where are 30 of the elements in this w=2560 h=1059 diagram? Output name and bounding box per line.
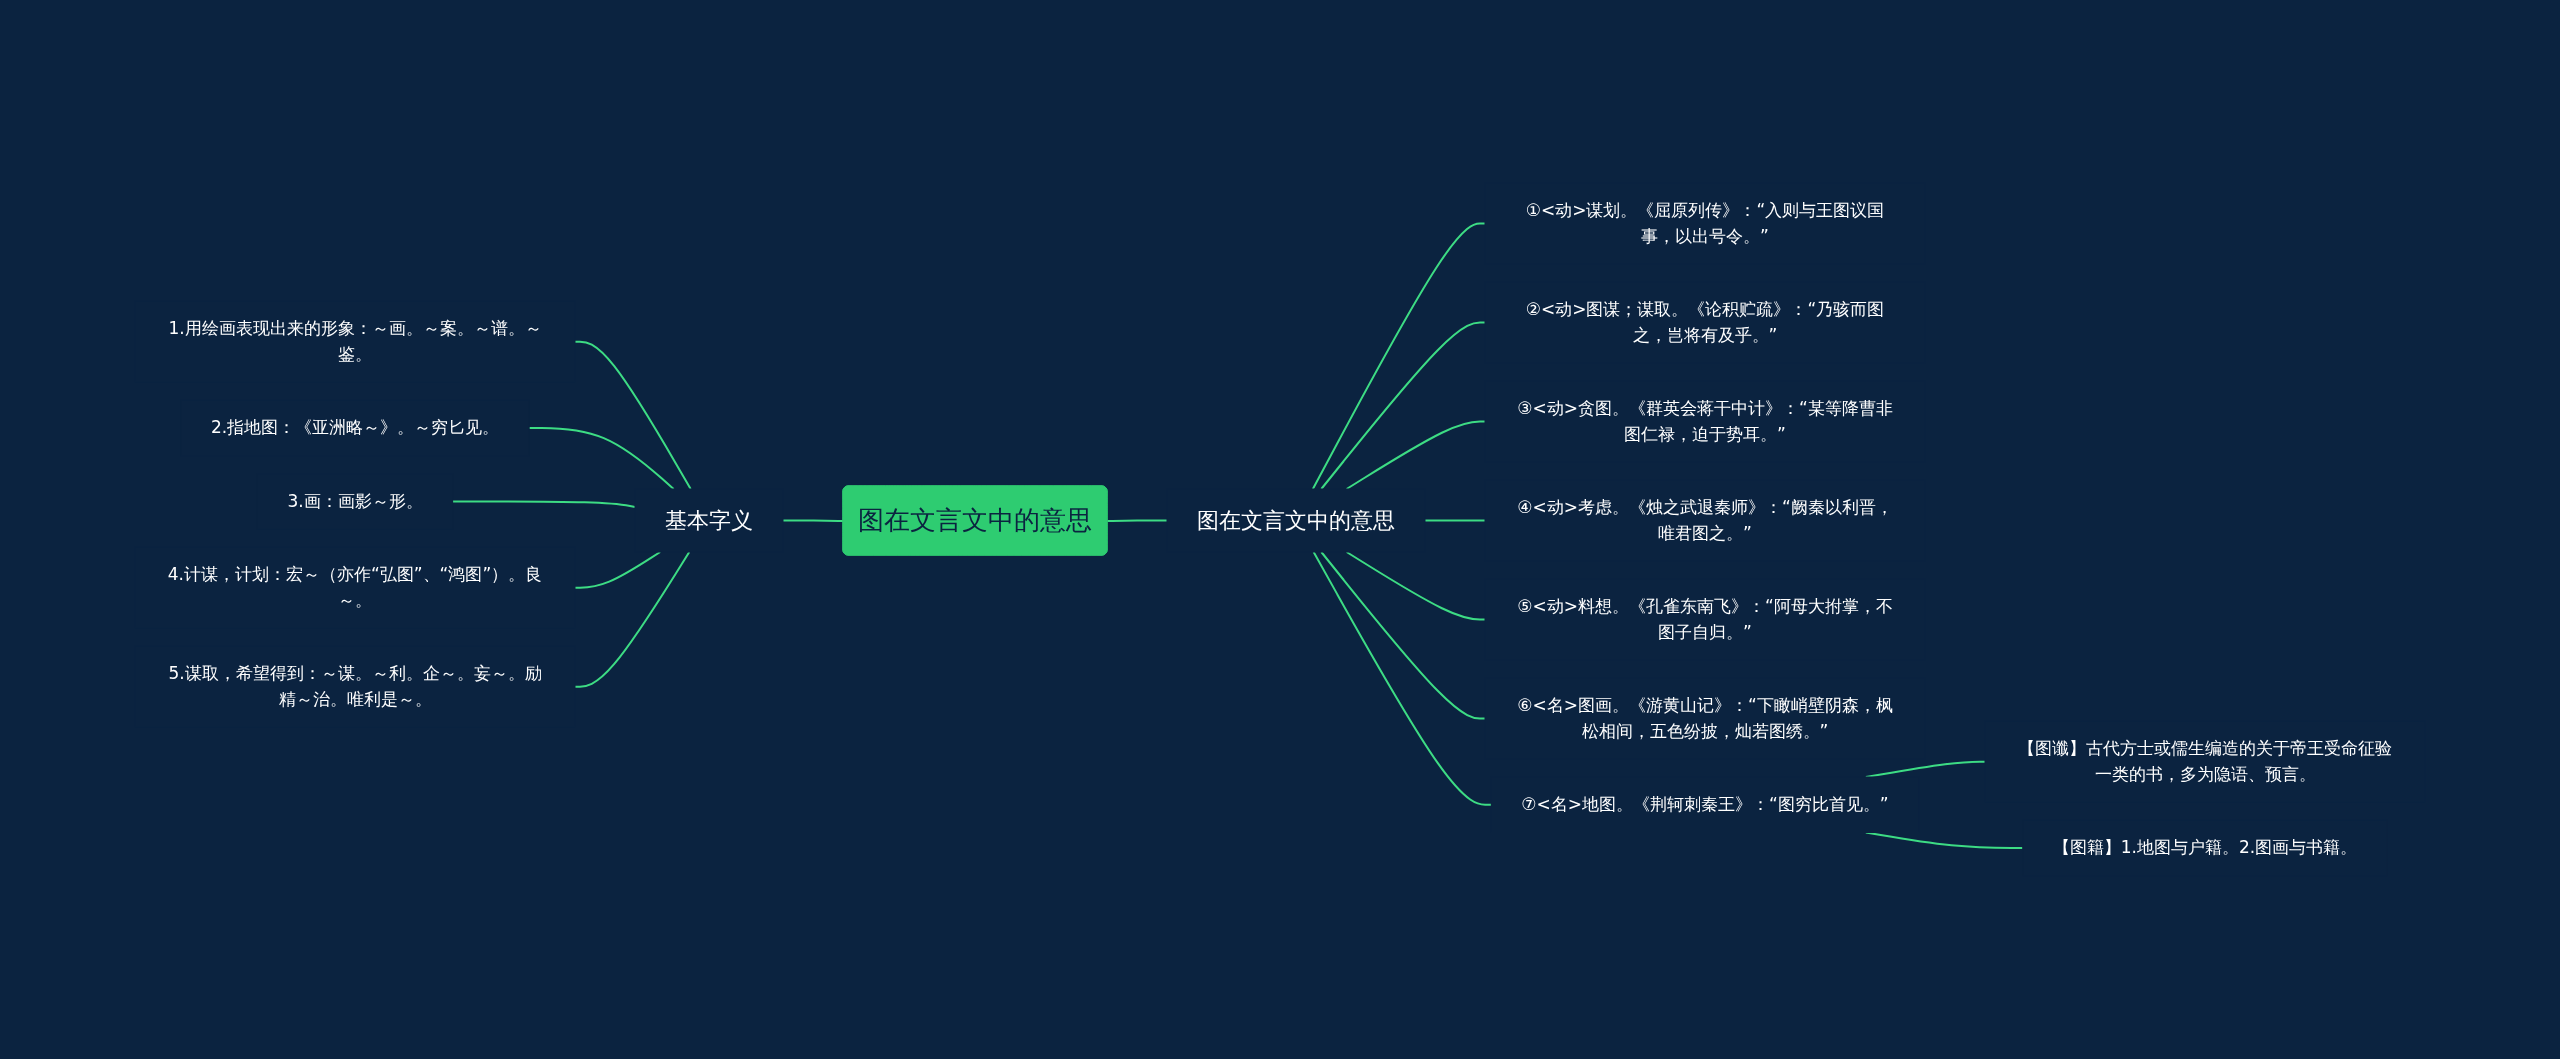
connector bbox=[782, 519, 845, 523]
connector bbox=[1345, 420, 1486, 491]
connector bbox=[574, 551, 662, 589]
connector bbox=[1424, 519, 1486, 522]
node-text: 【图谶】古代方士或儒生编造的关于帝王受命征验一类的书，多为隐语、预言。 bbox=[2018, 738, 2392, 784]
connector bbox=[1106, 519, 1168, 523]
node-text: ②<动>图谋；谋取。《论积贮疏》：“乃骇而图之，岂将有及乎。” bbox=[1525, 299, 1885, 345]
node-text: 图在文言文中的意思 bbox=[1197, 508, 1395, 534]
node-text: 1.用绘画表现出来的形象：～画。～案。～谱。～鉴。 bbox=[168, 318, 542, 364]
connector bbox=[574, 551, 691, 688]
connector bbox=[1311, 222, 1486, 491]
node-text: ⑥<名>图画。《游黄山记》：“下瞰峭壁阴森，枫松相间，五色纷披，灿若图绣。” bbox=[1517, 695, 1893, 741]
node-text: 4.计谋，计划：宏～（亦作“弘图”、“鸿图”）。良～。 bbox=[167, 564, 543, 610]
connector bbox=[1345, 551, 1486, 621]
connector bbox=[528, 427, 675, 491]
node-text: ③<动>贪图。《群英会蒋干中计》：“某等降曹非图仁禄，迫于势耳。” bbox=[1517, 398, 1893, 444]
node-text: 【图籍】1.地图与户籍。2.图画与书籍。 bbox=[2052, 837, 2358, 858]
node-text: ⑦<名>地图。《荆轲刺秦王》：“图穷比首见。” bbox=[1521, 794, 1889, 815]
node-text: 3.画：画影～形。 bbox=[287, 490, 423, 511]
connector bbox=[451, 500, 636, 509]
node-text: ①<动>谋划。《屈原列传》：“入则与王图议国事，以出号令。” bbox=[1525, 200, 1885, 246]
node-text: 2.指地图：《亚洲略～》。～穷匕见。 bbox=[210, 417, 500, 438]
connector bbox=[1320, 551, 1486, 720]
connector bbox=[1312, 551, 1493, 806]
node-text: 基本字义 bbox=[665, 508, 753, 534]
connector bbox=[1320, 321, 1486, 491]
connector bbox=[574, 340, 692, 491]
node-text: ⑤<动>料想。《孔雀东南飞》：“阿母大拊掌，不图子自归。” bbox=[1517, 596, 1893, 642]
node-text: 5.谋取，希望得到：～谋。～利。企～。妄～。励精～治。唯利是～。 bbox=[168, 663, 542, 709]
node-text: ④<动>考虑。《烛之武退秦师》：“阙秦以利晋，唯君图之。” bbox=[1517, 497, 1893, 543]
